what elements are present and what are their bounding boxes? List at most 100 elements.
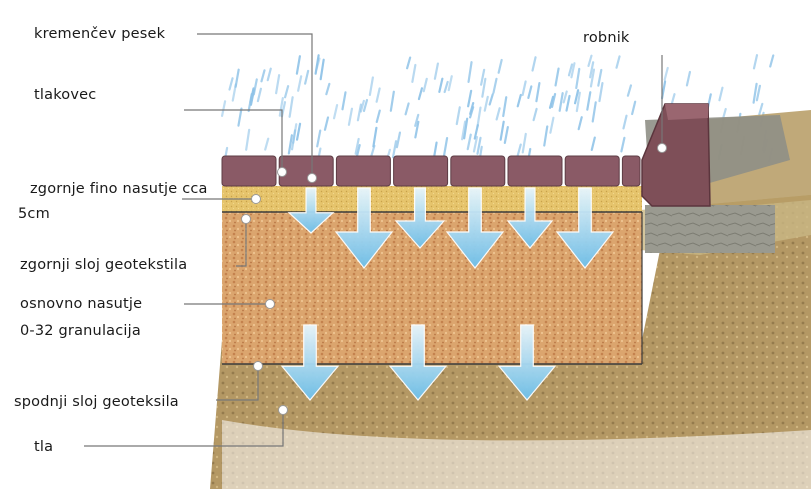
rain-streak — [260, 69, 266, 83]
paver-block — [564, 155, 620, 187]
fine-fill-layer — [222, 186, 642, 212]
curb — [641, 103, 711, 207]
dot-kremencev — [307, 173, 317, 183]
rain-streak — [414, 120, 420, 139]
rain-streak — [469, 106, 475, 119]
rain-streak — [284, 85, 290, 99]
rain-streak — [391, 140, 398, 159]
rain-streak — [492, 77, 498, 94]
rain-streak — [467, 61, 473, 83]
rain-streak — [502, 96, 508, 118]
rain-streak — [575, 91, 581, 113]
rain-streak — [467, 89, 473, 108]
label-zgornje-nasutje-line2: 5cm — [18, 206, 50, 222]
leader-lines — [84, 33, 663, 447]
rain-streak — [598, 82, 604, 103]
paver-block — [507, 155, 563, 187]
rain-streak — [481, 77, 487, 98]
rain-streak — [587, 54, 593, 68]
rain-streak — [558, 92, 564, 112]
rain-streak — [483, 95, 489, 112]
rain-streak — [433, 62, 439, 80]
leader-tla — [84, 410, 284, 447]
rain-streak — [316, 129, 322, 148]
rain-streak — [589, 68, 596, 88]
rain-streak — [319, 58, 325, 81]
label-kremencev-pesek: kremenčev pesek — [34, 26, 166, 42]
rain-streak — [461, 120, 467, 141]
paver-block — [278, 155, 334, 187]
dot-tlakovec — [277, 167, 287, 177]
rain-streak — [472, 135, 479, 153]
rain-streak — [532, 107, 538, 122]
rain-streak — [231, 83, 237, 102]
rain-streak — [575, 67, 581, 90]
down-arrow — [287, 187, 335, 234]
rain-streak — [411, 63, 417, 83]
rain-streak — [417, 87, 424, 101]
rain-streak — [527, 85, 533, 100]
rain-streak — [591, 101, 597, 123]
rain-streak — [615, 55, 621, 69]
rain-streak — [245, 128, 251, 151]
rain-streak — [395, 131, 402, 149]
paver-row — [221, 155, 641, 187]
rain-streak — [463, 117, 469, 140]
rain-streak — [548, 95, 555, 109]
down-arrow — [280, 324, 340, 401]
rain-streak — [521, 132, 527, 154]
rain-streak — [718, 86, 724, 102]
rain-streak — [567, 63, 574, 77]
leader-tlakovec — [184, 109, 283, 172]
rain-streak — [620, 136, 626, 153]
rain-streak — [256, 87, 262, 103]
down-arrow — [334, 187, 394, 269]
rain-streak — [570, 62, 576, 79]
rain-streak — [663, 66, 669, 81]
down-arrow — [445, 187, 505, 269]
rain-streak — [531, 56, 537, 72]
rain-streak — [543, 125, 549, 147]
label-zgornje-nasutje-line1: zgornje fino nasutje cca — [30, 181, 208, 197]
rain-streak — [332, 104, 339, 120]
rain-streak — [287, 134, 293, 155]
rain-streak — [516, 93, 522, 108]
rain-streak — [554, 67, 560, 87]
rain-streak — [389, 90, 395, 112]
rain-streak — [503, 125, 509, 144]
rain-streak — [314, 54, 320, 75]
dot-spodnji — [253, 361, 263, 371]
rain-streak — [495, 107, 501, 121]
paver-block — [221, 155, 277, 187]
rain-streak — [370, 144, 376, 158]
rain-streak — [406, 56, 412, 70]
rain-streak — [278, 96, 284, 117]
rain-streak — [758, 102, 764, 116]
rain-streak — [252, 78, 258, 96]
rain-streak — [295, 122, 302, 141]
rain-streak — [372, 126, 378, 148]
rain-streak — [404, 102, 410, 116]
rain-streak — [442, 136, 449, 157]
label-tla: tla — [34, 439, 54, 455]
label-osnovno-nasutje-line2: 0-32 granulacija — [20, 323, 141, 339]
rain-streak — [356, 103, 363, 122]
dot-osnovno — [265, 299, 275, 309]
rain-streak — [488, 93, 494, 106]
rain-streak — [499, 120, 505, 141]
dot-zgornji-geo — [241, 214, 251, 224]
rain-streak — [550, 92, 557, 108]
rain-streak — [325, 82, 331, 96]
rain-streak — [341, 91, 347, 111]
label-spodnji-geotekstil: spodnji sloj geoteksila — [14, 394, 179, 410]
label-osnovno-nasutje-line1: osnovno nasutje — [20, 296, 143, 312]
rain-streak — [414, 113, 420, 127]
down-arrow — [394, 187, 446, 249]
rain-streak — [586, 91, 592, 111]
rain-streak — [562, 90, 568, 104]
rain-streak — [565, 94, 571, 112]
rain-streak — [631, 100, 637, 116]
rain-streak — [347, 107, 354, 126]
rain-streak — [626, 84, 633, 97]
